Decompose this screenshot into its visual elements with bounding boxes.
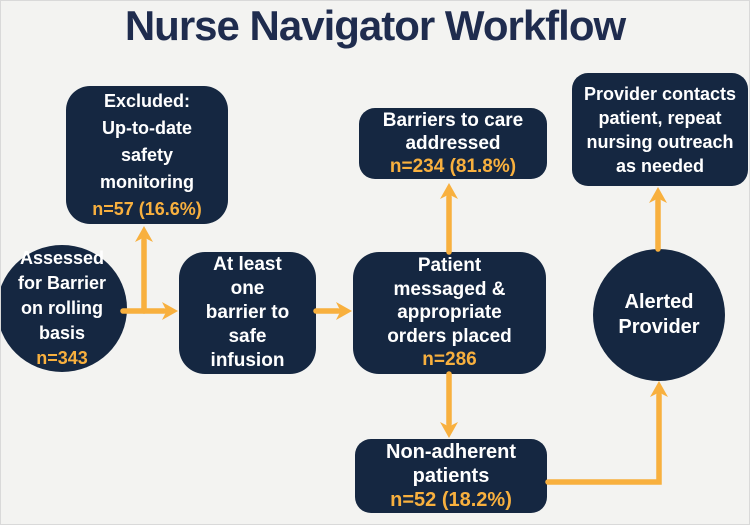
node-assessed-for-barrier: Assessed for Barrier on rolling basis n=… — [1, 245, 127, 372]
node-non-adherent: Non-adherent patients n=52 (18.2%) — [355, 439, 547, 513]
node-excluded: Excluded: Up-to-date safety monitoring n… — [66, 86, 228, 224]
node-assessed-text: Assessed for Barrier on rolling basis — [17, 248, 107, 343]
node-at-least-one-barrier: At least one barrier to safe infusion — [179, 252, 316, 374]
node-patient-messaged-stat: n=286 — [422, 349, 477, 371]
node-patient-messaged-text: Patient messaged & appropriate orders pl… — [387, 255, 512, 347]
node-alerted-provider: Alerted Provider — [593, 249, 725, 381]
node-provider-contacts: Provider contacts patient, repeat nursin… — [572, 73, 748, 186]
node-non-adherent-stat: n=52 (18.2%) — [390, 489, 512, 511]
node-barriers-addressed-text: Barriers to care addressed — [382, 110, 524, 154]
node-barriers-addressed: Barriers to care addressed n=234 (81.8%) — [359, 108, 547, 179]
node-alerted-provider-text: Alerted Provider — [618, 291, 700, 338]
arrow-nonadherent-to-alerted — [545, 381, 668, 485]
node-excluded-text: Excluded: Up-to-date safety monitoring — [100, 90, 194, 192]
node-assessed-stat: n=343 — [36, 348, 88, 368]
node-barriers-addressed-stat: n=234 (81.8%) — [389, 156, 517, 177]
node-patient-messaged: Patient messaged & appropriate orders pl… — [353, 252, 546, 374]
node-non-adherent-text: Non-adherent patients — [386, 441, 516, 487]
node-at-least-one-barrier-text: At least one barrier to safe infusion — [205, 254, 290, 371]
page-title: Nurse Navigator Workflow — [124, 2, 626, 49]
node-provider-contacts-text: Provider contacts patient, repeat nursin… — [583, 83, 737, 176]
node-excluded-stat: n=57 (16.6%) — [92, 198, 202, 219]
